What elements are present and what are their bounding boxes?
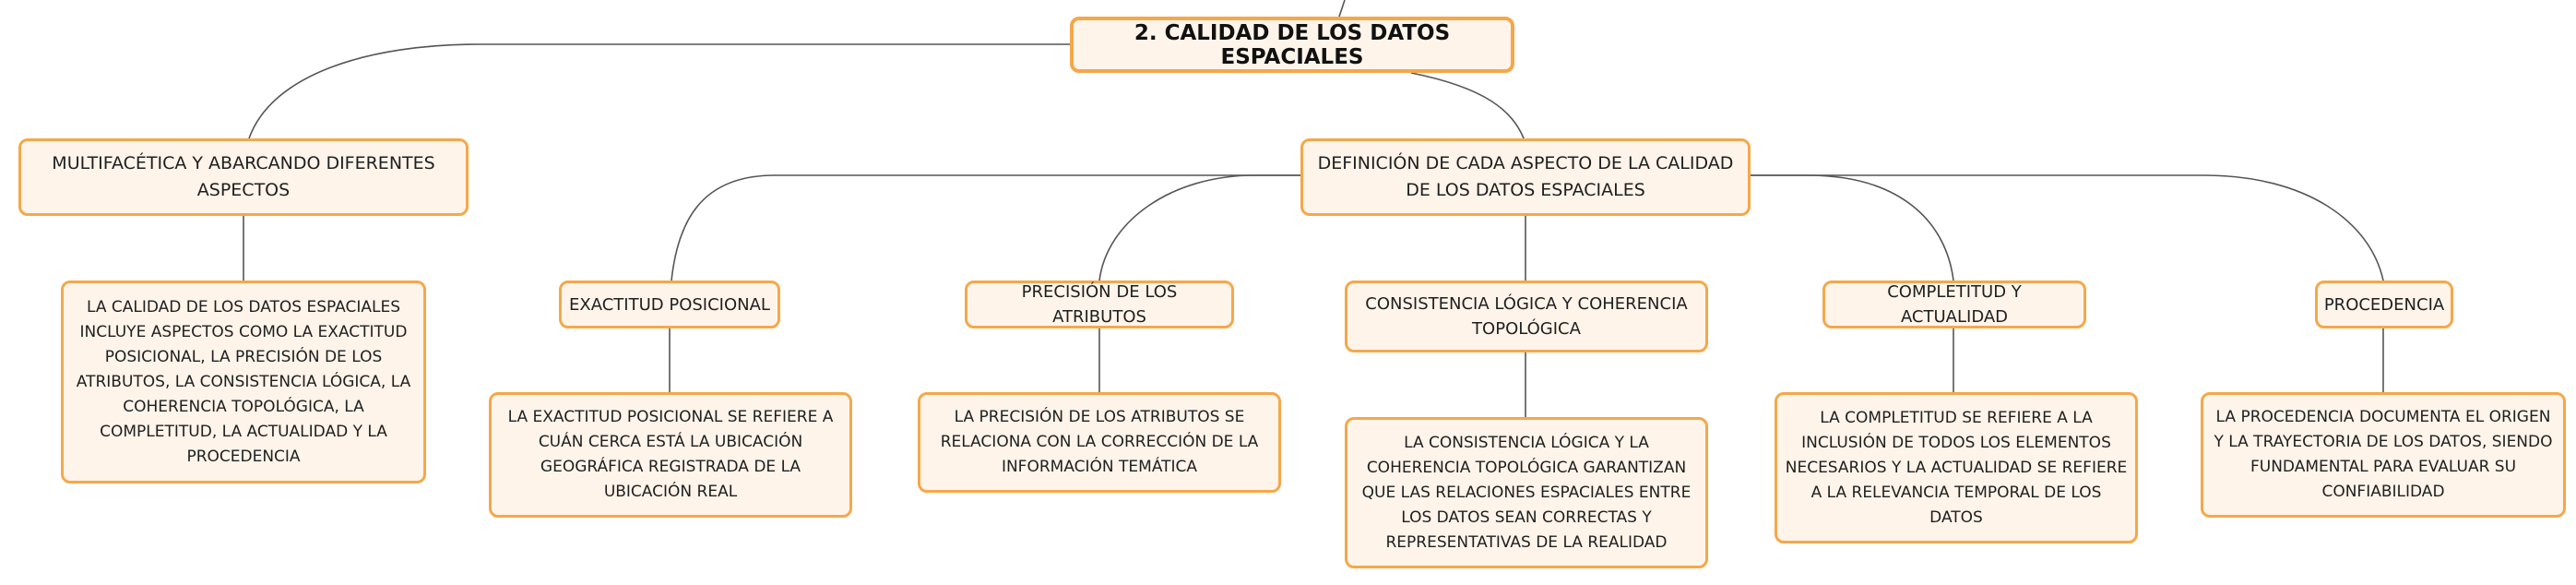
- subtopic-precision-atributos-label: PRECISIÓN DE LOS ATRIBUTOS: [1021, 282, 1178, 327]
- connector-root-definicion: [1410, 72, 1525, 139]
- subtopic-precision-atributos[interactable]: PRECISIÓN DE LOS ATRIBUTOS: [965, 281, 1234, 328]
- subtopic-consistencia-logica[interactable]: CONSISTENCIA LÓGICA Y COHERENCIA TOPOLÓG…: [1345, 281, 1708, 352]
- subtopic-multifacetica-detail[interactable]: LA CALIDAD DE LOS DATOS ESPACIALES INCLU…: [61, 281, 426, 484]
- connector-definicion-procedencia: [1751, 174, 2384, 281]
- subtopic-completitud-actualidad-detail-text: LA COMPLETITUD SE REFIERE A LA INCLUSIÓN…: [1785, 408, 2128, 527]
- topic-definicion-label: DEFINICIÓN DE CADA ASPECTO DE LA CALIDAD…: [1317, 153, 1734, 200]
- connector-definicion-completitud: [1751, 174, 1954, 281]
- subtopic-completitud-actualidad[interactable]: COMPLETITUD Y ACTUALIDAD: [1822, 281, 2086, 328]
- subtopic-completitud-actualidad-label: COMPLETITUD Y ACTUALIDAD: [1887, 282, 2022, 327]
- topic-multifacetica[interactable]: MULTIFACÉTICA Y ABARCANDO DIFERENTES ASP…: [18, 138, 469, 216]
- connector-root-multifacetica: [248, 43, 1070, 139]
- subtopic-exactitud-posicional-label: EXACTITUD POSICIONAL: [569, 294, 770, 315]
- subtopic-exactitud-posicional[interactable]: EXACTITUD POSICIONAL: [559, 281, 780, 328]
- subtopic-consistencia-logica-label: CONSISTENCIA LÓGICA Y COHERENCIA TOPOLÓG…: [1365, 294, 1688, 339]
- subtopic-precision-atributos-detail-text: LA PRECISIÓN DE LOS ATRIBUTOS SE RELACIO…: [940, 408, 1259, 476]
- subtopic-consistencia-logica-detail[interactable]: LA CONSISTENCIA LÓGICA Y LA COHERENCIA T…: [1345, 417, 1708, 568]
- connector-definicion-precision: [1098, 174, 1300, 281]
- subtopic-precision-atributos-detail[interactable]: LA PRECISIÓN DE LOS ATRIBUTOS SE RELACIO…: [918, 392, 1281, 493]
- subtopic-multifacetica-detail-text: LA CALIDAD DE LOS DATOS ESPACIALES INCLU…: [76, 297, 411, 466]
- subtopic-procedencia-label: PROCEDENCIA: [2323, 294, 2445, 315]
- subtopic-exactitud-posicional-detail[interactable]: LA EXACTITUD POSICIONAL SE REFIERE A CUÁ…: [489, 392, 852, 518]
- subtopic-procedencia-detail[interactable]: LA PROCEDENCIA DOCUMENTA EL ORIGEN Y LA …: [2201, 392, 2566, 518]
- root-node-label: 2. CALIDAD DE LOS DATOS ESPACIALES: [1134, 20, 1451, 69]
- topic-multifacetica-label: MULTIFACÉTICA Y ABARCANDO DIFERENTES ASP…: [52, 153, 435, 200]
- connector-root-parent: [1338, 0, 1346, 18]
- connector-definicion-exactitud: [671, 174, 1300, 281]
- subtopic-procedencia-detail-text: LA PROCEDENCIA DOCUMENTA EL ORIGEN Y LA …: [2214, 408, 2553, 501]
- subtopic-procedencia[interactable]: PROCEDENCIA: [2315, 281, 2453, 328]
- subtopic-exactitud-posicional-detail-text: LA EXACTITUD POSICIONAL SE REFIERE A CUÁ…: [507, 408, 834, 501]
- subtopic-completitud-actualidad-detail[interactable]: LA COMPLETITUD SE REFIERE A LA INCLUSIÓN…: [1775, 392, 2138, 543]
- root-node[interactable]: 2. CALIDAD DE LOS DATOS ESPACIALES: [1070, 17, 1514, 73]
- subtopic-consistencia-logica-detail-text: LA CONSISTENCIA LÓGICA Y LA COHERENCIA T…: [1361, 433, 1692, 552]
- topic-definicion[interactable]: DEFINICIÓN DE CADA ASPECTO DE LA CALIDAD…: [1300, 138, 1751, 216]
